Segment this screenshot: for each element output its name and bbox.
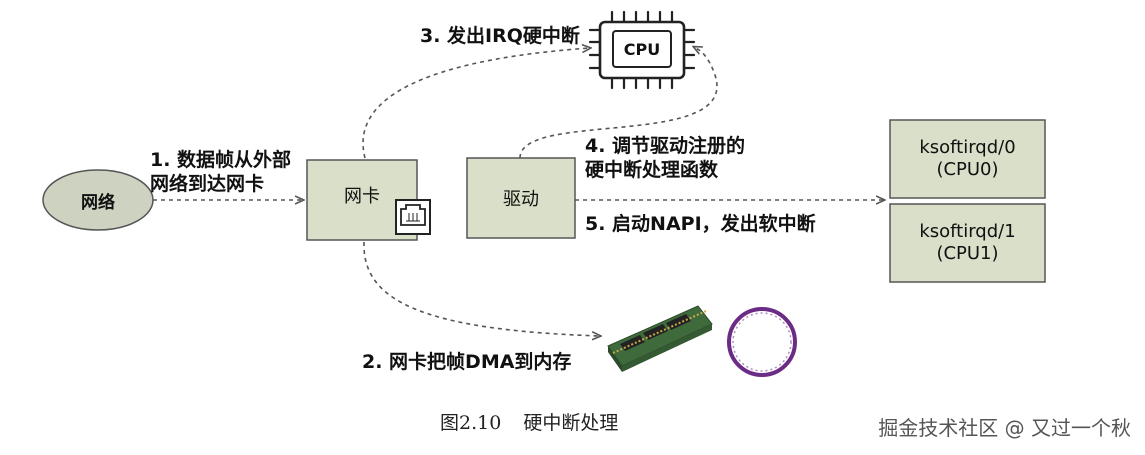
ksoftirqd0-cpu: (CPU0)	[936, 159, 999, 180]
arrow-step3	[362, 48, 590, 159]
ksoftirqd0-name: ksoftirqd/0	[919, 137, 1016, 158]
ksoftirqd1-cpu: (CPU1)	[936, 243, 999, 264]
ram-module-icon	[607, 305, 713, 372]
arrow-step4	[519, 47, 718, 159]
ksoftirqd1-box	[889, 203, 1046, 283]
cpu-label: CPU	[623, 39, 661, 59]
step1-label-line2: 网络到达网卡	[150, 173, 265, 195]
step4-label-line1: 4. 调节驱动注册的	[585, 135, 746, 157]
figure-number: 图2.10	[440, 412, 502, 434]
ksoftirqd0-label: ksoftirqd/0 (CPU0)	[890, 120, 1045, 198]
step1-label-line1: 1. 数据帧从外部	[150, 149, 292, 171]
arrow-step2	[363, 241, 600, 336]
nic-label: 网卡	[344, 186, 380, 207]
step5-label: 5. 启动NAPI，发出软中断	[585, 213, 816, 235]
network-label: 网络	[81, 192, 115, 213]
ksoftirqd1-label: ksoftirqd/1 (CPU1)	[890, 204, 1045, 282]
step4-label-line2: 硬中断处理函数	[585, 159, 719, 181]
driver-box	[466, 157, 576, 239]
ring-buffer-icon	[727, 307, 797, 377]
step3-label: 3. 发出IRQ硬中断	[420, 25, 580, 47]
figure-caption: 图2.10 硬中断处理	[440, 408, 618, 435]
ethernet-port-icon	[395, 199, 431, 235]
figure-title: 硬中断处理	[523, 412, 619, 434]
ksoftirqd1-name: ksoftirqd/1	[919, 221, 1016, 242]
driver-label: 驱动	[503, 189, 539, 210]
step2-label: 2. 网卡把帧DMA到内存	[362, 351, 572, 373]
watermark-text: 掘金技术社区 @ 又过一个秋	[878, 416, 1131, 440]
cpu-chip-icon	[588, 10, 696, 90]
ksoftirqd0-box	[889, 119, 1046, 199]
